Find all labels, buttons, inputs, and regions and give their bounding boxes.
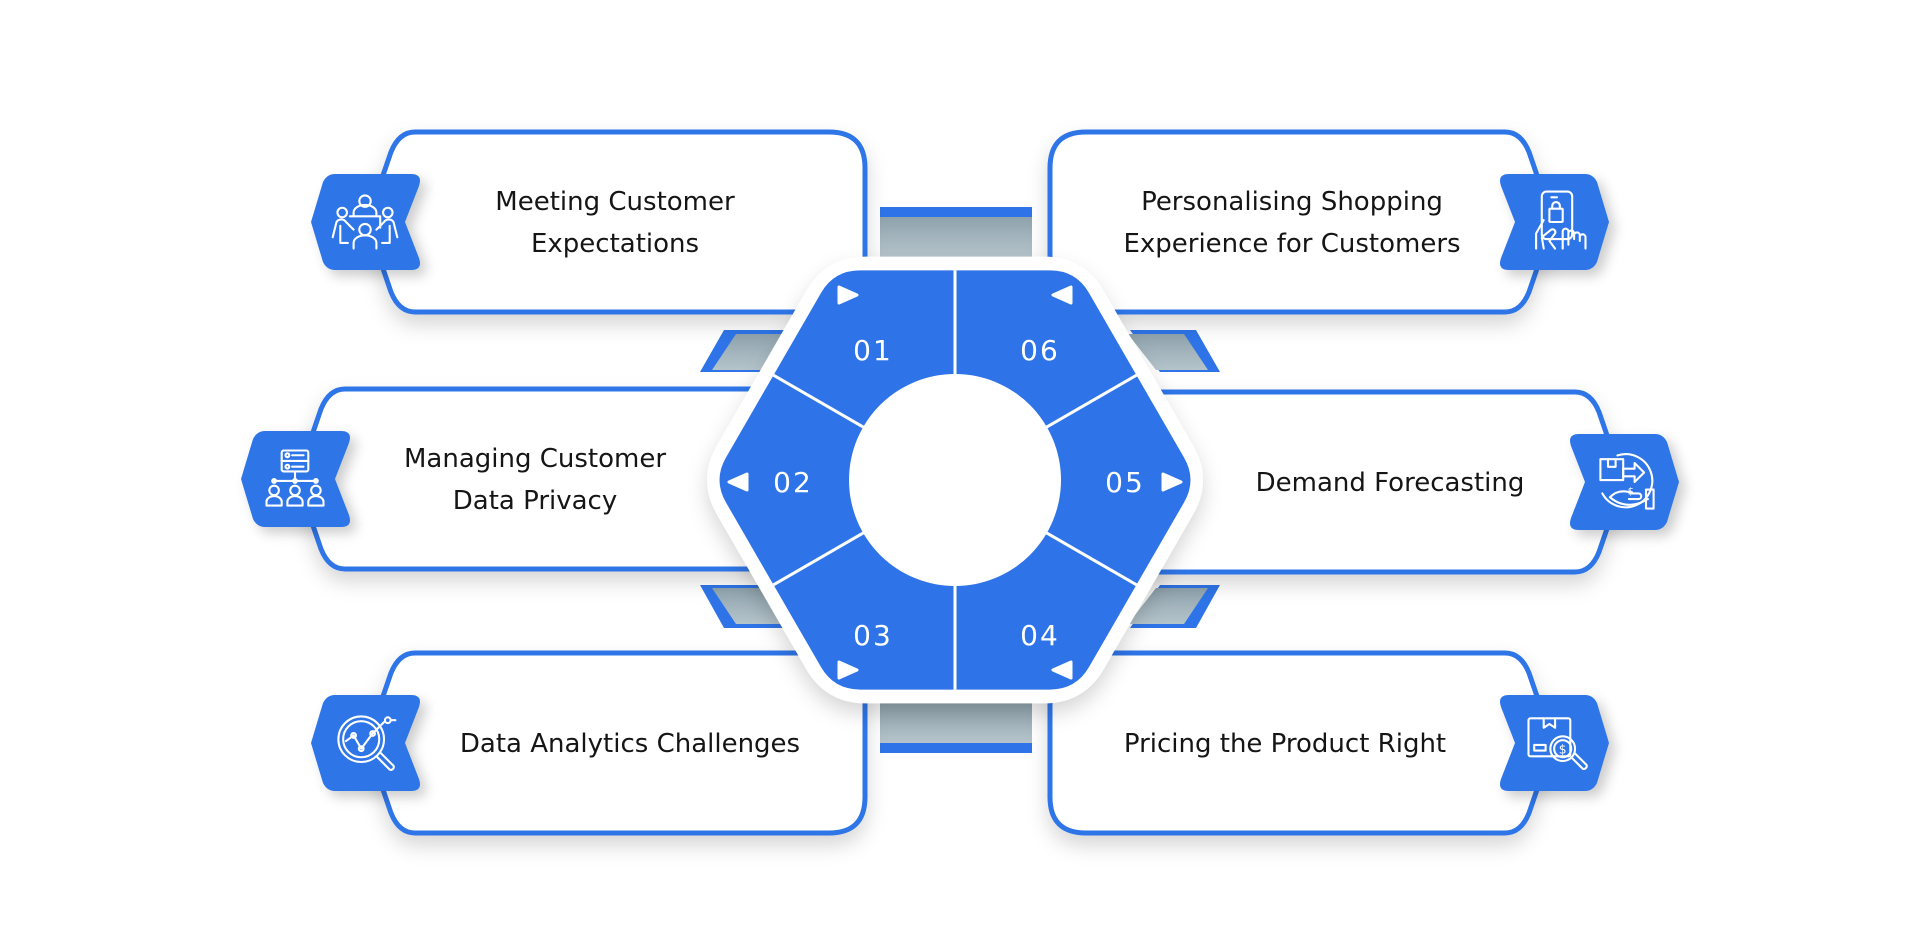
card-outline [364,129,868,315]
icon-badge [311,695,420,791]
step-card-05: Demand Forecasting $ [1107,389,1679,575]
connector-lower-right [1128,585,1220,628]
arrow-right-icon [1161,472,1183,492]
card-title-line: Managing Customer [404,444,666,474]
arrow-left-icon [727,472,749,492]
step-card-03: Data Analytics Challenges [311,650,868,836]
segment-04: 04 [1020,619,1073,680]
segment-02: 02 [727,466,813,499]
analytics-magnifier-icon [337,715,397,771]
icon-badge [311,174,420,270]
icon-badge [241,431,350,527]
segment-05: 05 [1105,466,1183,499]
card-title-line: Data Analytics Challenges [460,729,800,759]
step-card-04: Pricing the Product Right $ [1047,650,1609,836]
connector-top [880,207,1032,257]
arrow-left-icon [1051,660,1073,680]
center-hexagon: 01 02 03 04 05 06 [707,256,1203,704]
arrow-left-icon [1051,285,1073,305]
meeting-people-icon [331,194,399,250]
segment-number: 02 [773,466,813,499]
card-title-line: Demand Forecasting [1256,468,1525,498]
arrow-right-icon [837,285,859,305]
card-title-line: Personalising Shopping [1141,187,1443,217]
connector-bottom [880,703,1032,753]
card-title-line: Experience for Customers [1123,229,1460,259]
segment-number: 05 [1105,466,1145,499]
center-circle [849,374,1061,586]
svg-text:$: $ [1559,742,1567,756]
icon-badge [1500,174,1609,270]
segment-number: 01 [853,334,893,367]
card-title-line: Pricing the Product Right [1124,729,1446,759]
mobile-shopping-icon [1535,190,1587,250]
segment-number: 03 [853,619,893,652]
connector-upper-right [1128,330,1220,372]
icon-badge: $ [1570,434,1679,530]
icon-badge: $ [1500,695,1609,791]
segment-06: 06 [1020,285,1073,367]
segment-01: 01 [837,285,893,367]
card-title-line: Meeting Customer [495,187,735,217]
price-search-box-icon: $ [1527,717,1588,770]
card-outline [1047,129,1556,315]
segment-03: 03 [837,619,893,680]
card-title-line: Data Privacy [453,486,617,516]
arrow-right-icon [837,660,859,680]
segment-number: 06 [1020,334,1060,367]
card-title-line: Expectations [531,229,699,259]
segment-number: 04 [1020,619,1060,652]
svg-text:$: $ [1628,486,1634,497]
data-hierarchy-icon [265,449,325,507]
demand-delivery-icon: $ [1599,453,1655,510]
